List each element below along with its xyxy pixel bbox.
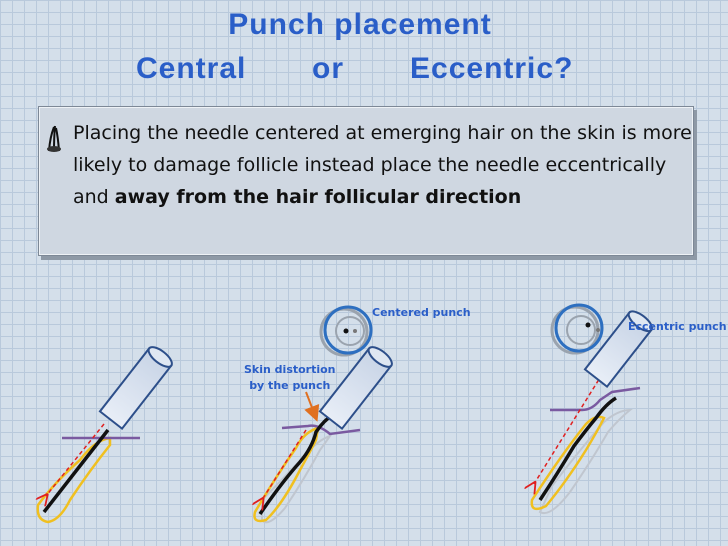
skin-surface [550, 386, 641, 412]
explanation-plain: Placing the needle centered at emerging … [73, 122, 692, 208]
punch-tube [98, 346, 173, 431]
title-central: Central [136, 52, 247, 85]
follicle-outline [530, 415, 606, 511]
panel-central-before [36, 346, 173, 524]
eccentric-punch-label: Eccentric punch [628, 320, 727, 333]
guide-arrow [46, 423, 105, 496]
punch-tube [583, 310, 653, 389]
hair-shaft [258, 412, 335, 515]
follicle-shadow [538, 408, 633, 514]
skin-distortion-line1: Skin distortion [244, 363, 336, 376]
panel-centered [254, 305, 393, 524]
slide-title-line1: Punch placement [228, 8, 492, 41]
explanation-bold: away from the hair follicular direction [114, 186, 522, 208]
punch-diagram [0, 303, 653, 524]
centered-punch-circle-icon [319, 305, 373, 357]
title-or: or [312, 52, 344, 85]
panel-eccentric [530, 303, 653, 514]
hair-bullet-icon [47, 125, 61, 152]
hair-shaft [538, 396, 617, 501]
punch-tube [318, 346, 393, 431]
skin-distortion-arrow [304, 391, 320, 422]
title-eccentric: Eccentric? [410, 52, 574, 85]
guide-arrow [534, 367, 607, 484]
skin-distortion-label: Skin distortion by the punch [244, 362, 336, 394]
explanation-text: Placing the needle centered at emerging … [73, 117, 693, 213]
centered-punch-label: Centered punch [372, 306, 471, 319]
hair-shaft [42, 428, 110, 514]
slide-title-line2: Central or Eccentric? [0, 52, 728, 92]
eccentric-punch-circle-icon [550, 303, 604, 355]
skin-distortion-line2: by the punch [249, 379, 331, 392]
explanation-box: Placing the needle centered at emerging … [38, 106, 694, 256]
follicle-outline [36, 436, 112, 524]
